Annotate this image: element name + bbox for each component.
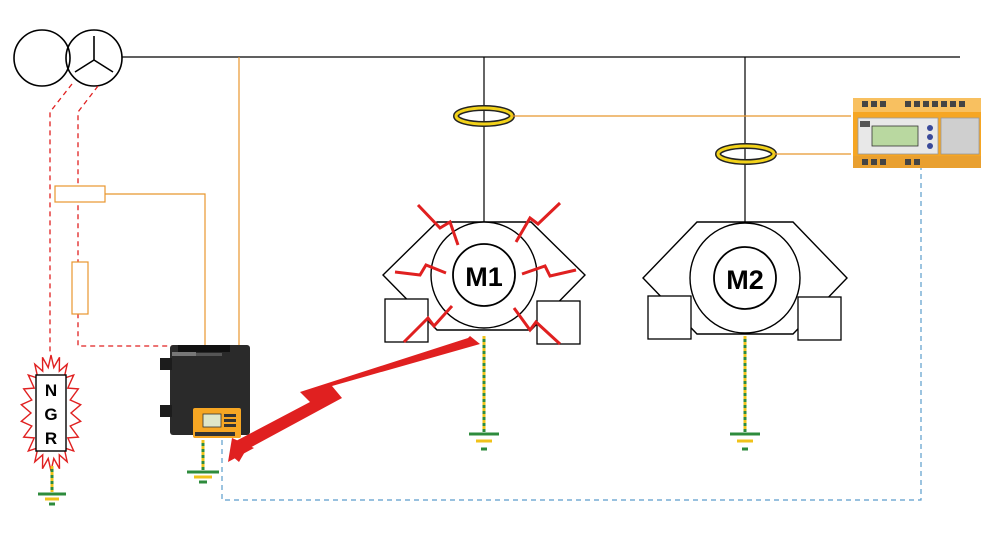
transformer-icon (13, 29, 123, 87)
ngr-letter: G (44, 405, 57, 424)
motor-terminal-box (536, 300, 581, 345)
ngr-letter: R (45, 429, 57, 448)
resistor-icon (71, 261, 89, 315)
communication-line (221, 168, 922, 501)
fault-current-arrowhead (228, 438, 254, 462)
ngr-resistor (35, 374, 67, 452)
motor-label: M2 (726, 265, 764, 295)
motor-m2: M2 (642, 221, 848, 341)
earth-ground-icon (730, 432, 760, 451)
earth-ground-icon (38, 492, 66, 506)
ngr-fault-burst: N G R (20, 354, 82, 472)
fault-current-arrow (232, 336, 480, 462)
motor-m1: M1 (382, 221, 586, 345)
fault-lightning-icon (394, 201, 577, 346)
device-display (202, 413, 222, 428)
motor-terminal-box (647, 295, 692, 340)
motor-terminal-box (384, 298, 429, 343)
resistor-icon (54, 185, 106, 203)
motor-terminal-box (797, 296, 842, 341)
device-display (871, 125, 919, 147)
earth-ground-icon (469, 432, 499, 451)
motor-label: M1 (465, 262, 503, 292)
insulation-monitor-device (160, 345, 250, 438)
signal-wire (105, 193, 206, 346)
earth-ground-icon (187, 470, 219, 484)
earth-fault-locator-device (853, 98, 981, 168)
neutral-connection (49, 83, 185, 355)
motor-symbol (452, 243, 516, 307)
ngr-letter: N (45, 381, 57, 400)
motor-symbol (713, 246, 777, 310)
